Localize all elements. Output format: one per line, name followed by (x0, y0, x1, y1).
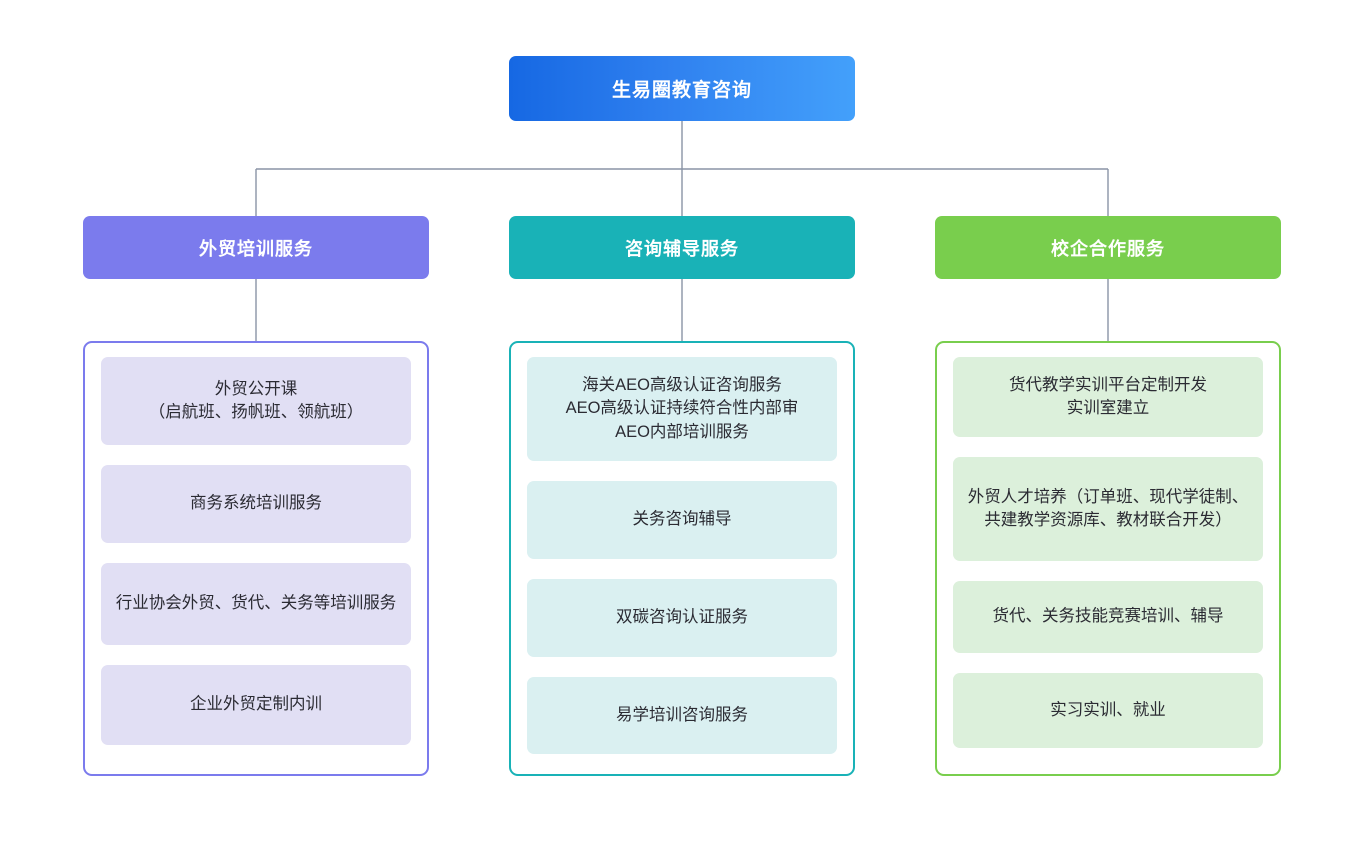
service-item[interactable]: 双碳咨询认证服务 (527, 579, 837, 657)
root-node[interactable]: 生易圈教育咨询 (509, 56, 855, 121)
branch-header-label-2: 咨询辅导服务 (625, 238, 739, 259)
service-item[interactable]: 货代、关务技能竞赛培训、辅导 (953, 581, 1263, 653)
service-item[interactable]: 外贸人才培养（订单班、现代学徒制、共建教学资源库、教材联合开发） (953, 457, 1263, 561)
branch-header-3[interactable]: 校企合作服务 (935, 216, 1281, 279)
branch-group-2: 海关AEO高级认证咨询服务 AEO高级认证持续符合性内部审 AEO内部培训服务 … (509, 341, 855, 776)
branch-header-label-3: 校企合作服务 (1051, 238, 1165, 259)
branch-header-1[interactable]: 外贸培训服务 (83, 216, 429, 279)
branch-header-2[interactable]: 咨询辅导服务 (509, 216, 855, 279)
service-item[interactable]: 关务咨询辅导 (527, 481, 837, 559)
service-item[interactable]: 商务系统培训服务 (101, 465, 411, 543)
service-item[interactable]: 外贸公开课 （启航班、扬帆班、领航班） (101, 357, 411, 445)
branch-header-label-1: 外贸培训服务 (199, 238, 313, 259)
service-item[interactable]: 行业协会外贸、货代、关务等培训服务 (101, 563, 411, 645)
service-item[interactable]: 货代教学实训平台定制开发 实训室建立 (953, 357, 1263, 437)
service-item[interactable]: 海关AEO高级认证咨询服务 AEO高级认证持续符合性内部审 AEO内部培训服务 (527, 357, 837, 461)
branch-group-3: 货代教学实训平台定制开发 实训室建立 外贸人才培养（订单班、现代学徒制、共建教学… (935, 341, 1281, 776)
service-item[interactable]: 企业外贸定制内训 (101, 665, 411, 745)
root-node-label: 生易圈教育咨询 (611, 80, 752, 101)
service-item[interactable]: 易学培训咨询服务 (527, 677, 837, 754)
service-item[interactable]: 实习实训、就业 (953, 673, 1263, 748)
branch-group-1: 外贸公开课 （启航班、扬帆班、领航班） 商务系统培训服务 行业协会外贸、货代、关… (83, 341, 429, 776)
